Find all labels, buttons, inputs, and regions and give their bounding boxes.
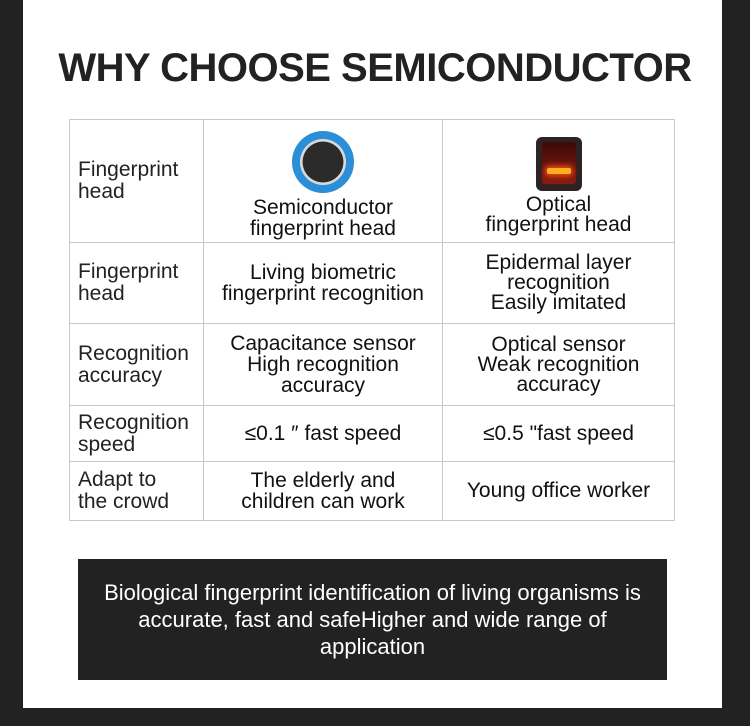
semiconductor-header-label: Semiconductor fingerprint head	[250, 196, 396, 240]
semiconductor-cell: ≤0.1 ″ fast speed	[203, 405, 443, 462]
summary-text: Biological fingerprint identification of…	[104, 580, 641, 659]
page-title: WHY CHOOSE SEMICONDUCTOR	[58, 46, 692, 90]
row-label: Fingerprint head	[69, 242, 204, 324]
table-row: Recognition accuracy Capacitance sensor …	[69, 323, 675, 406]
semiconductor-cell: Capacitance sensor High recognition accu…	[203, 323, 443, 406]
comparison-table: Fingerprint head Semiconductor fingerpri…	[69, 119, 675, 521]
row-label: Fingerprint head	[69, 119, 204, 243]
semiconductor-sensor-icon	[292, 131, 354, 193]
row-label: Adapt to the crowd	[69, 461, 204, 521]
table-row: Fingerprint head Living biometric finger…	[69, 242, 675, 324]
optical-header-cell: Optical fingerprint head	[442, 119, 675, 243]
optical-cell: Epidermal layer recognition Easily imita…	[442, 242, 675, 324]
semiconductor-header-cell: Semiconductor fingerprint head	[203, 119, 443, 243]
summary-banner: Biological fingerprint identification of…	[78, 559, 667, 680]
row-label: Recognition speed	[69, 405, 204, 462]
table-row: Recognition speed ≤0.1 ″ fast speed ≤0.5…	[69, 405, 675, 462]
optical-sensor-icon	[535, 137, 582, 191]
semiconductor-cell: The elderly and children can work	[203, 461, 443, 521]
optical-cell: ≤0.5 "fast speed	[442, 405, 675, 462]
optical-cell: Optical sensor Weak recognition accuracy	[442, 323, 675, 406]
table-row: Adapt to the crowd The elderly and child…	[69, 461, 675, 521]
optical-header-label: Optical fingerprint head	[485, 193, 632, 236]
semiconductor-cell: Living biometric fingerprint recognition	[203, 242, 443, 324]
row-label: Recognition accuracy	[69, 323, 204, 406]
optical-cell: Young office worker	[442, 461, 675, 521]
table-header-row: Fingerprint head Semiconductor fingerpri…	[69, 119, 675, 243]
